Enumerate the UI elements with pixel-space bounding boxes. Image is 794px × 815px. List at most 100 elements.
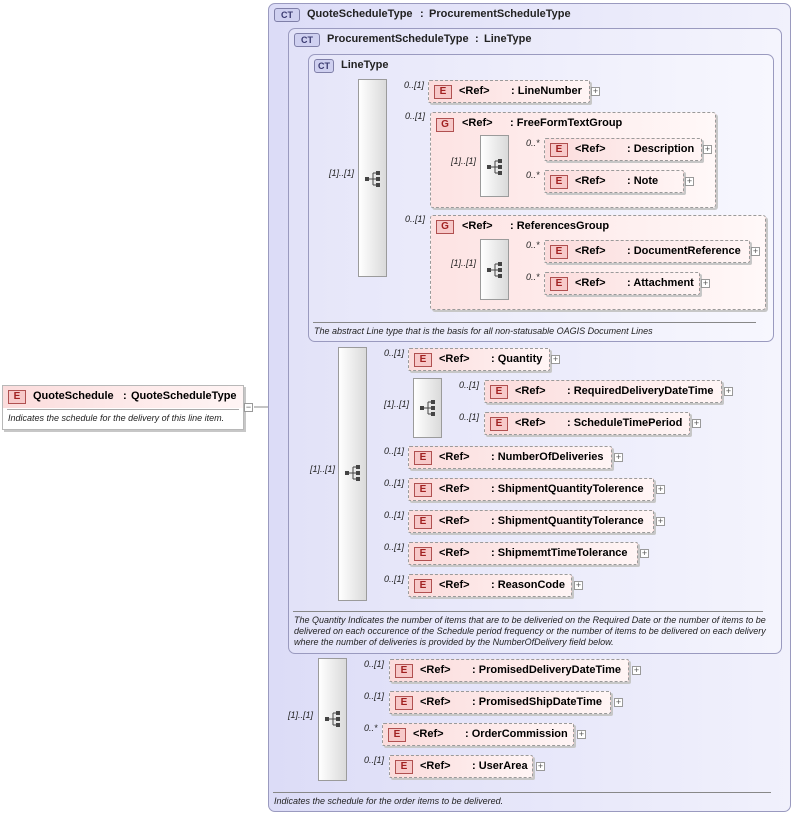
expand-toggle[interactable]: + — [577, 729, 586, 739]
expand-toggle[interactable]: + — [701, 278, 710, 288]
quote-type-divider — [273, 792, 771, 793]
element-name: : Description — [627, 143, 695, 155]
cardinality-label: 0..[1] — [405, 214, 426, 224]
cardinality-label: 0..[1] — [384, 446, 405, 456]
element-promised-ship-date-time[interactable]: E <Ref> : PromisedShipDateTime — [389, 691, 611, 714]
element-promised-delivery-date-time[interactable]: E <Ref> : PromisedDeliveryDateTime — [389, 659, 629, 682]
expand-toggle[interactable]: + — [614, 697, 623, 707]
expand-toggle[interactable]: + — [551, 354, 560, 364]
root-element-box[interactable]: E QuoteSchedule : QuoteScheduleType Indi… — [2, 385, 244, 430]
root-type-colon: : — [123, 390, 127, 402]
element-name: : ShipmentQuantityTolerance — [491, 515, 644, 527]
cardinality-label: 0..[1] — [384, 574, 405, 584]
element-icon: E — [414, 483, 432, 497]
expand-toggle[interactable]: + — [632, 665, 641, 675]
sequence-cardinality: [1]..[1] — [310, 464, 336, 474]
element-icon: E — [434, 85, 452, 99]
expand-toggle[interactable]: + — [574, 580, 583, 590]
expand-toggle[interactable]: + — [692, 418, 701, 428]
element-description[interactable]: E <Ref> : Description — [544, 138, 702, 161]
ref-label: <Ref> — [575, 245, 606, 257]
complex-type-icon: CT — [274, 8, 300, 22]
element-order-commission[interactable]: E <Ref> : OrderCommission — [382, 723, 574, 746]
root-divider — [7, 409, 239, 410]
element-user-area[interactable]: E <Ref> : UserArea — [389, 755, 533, 778]
element-shipment-quantity-tolerance[interactable]: E <Ref> : ShipmentQuantityTolerance — [408, 510, 654, 533]
ref-label: <Ref> — [575, 175, 606, 187]
sequence-icon — [324, 710, 342, 728]
ref-label: <Ref> — [439, 451, 470, 463]
root-collapse-toggle[interactable]: − — [244, 402, 253, 412]
element-number-of-deliveries[interactable]: E <Ref> : NumberOfDeliveries — [408, 446, 612, 469]
element-name: : RequiredDeliveryDateTime — [567, 385, 714, 397]
cardinality-label: 0..* — [526, 170, 540, 180]
quote-type-colon: : — [420, 8, 424, 20]
expand-toggle[interactable]: + — [591, 86, 600, 96]
element-attachment[interactable]: E <Ref> : Attachment — [544, 272, 700, 295]
quote-type-title: QuoteScheduleType — [307, 8, 413, 20]
cardinality-label: 0..[1] — [384, 542, 405, 552]
expand-toggle[interactable]: + — [640, 548, 649, 558]
expand-toggle[interactable]: + — [751, 246, 760, 256]
element-icon: E — [414, 353, 432, 367]
sequence-icon — [364, 170, 382, 188]
element-reason-code[interactable]: E <Ref> : ReasonCode — [408, 574, 572, 597]
sequence-icon — [419, 399, 437, 417]
element-icon: E — [388, 728, 406, 742]
expand-toggle[interactable]: + — [685, 176, 694, 186]
complex-type-icon: CT — [314, 59, 334, 73]
sequence-cardinality: [1]..[1] — [329, 168, 355, 178]
cardinality-label: 0..[1] — [405, 111, 426, 121]
element-name: : Note — [627, 175, 659, 187]
quote-type-base: ProcurementScheduleType — [429, 8, 571, 20]
cardinality-label: 0..[1] — [384, 478, 405, 488]
ref-label: <Ref> — [439, 547, 470, 559]
element-icon: E — [550, 245, 568, 259]
ref-label: <Ref> — [420, 760, 451, 772]
expand-toggle[interactable]: + — [703, 144, 712, 154]
element-name: : Attachment — [627, 277, 694, 289]
element-name: : ShipmemtTimeTolerance — [491, 547, 628, 559]
expand-toggle[interactable]: + — [614, 452, 623, 462]
element-schedule-time-period[interactable]: E <Ref> : ScheduleTimePeriod — [484, 412, 690, 435]
element-required-delivery-date-time[interactable]: E <Ref> : RequiredDeliveryDateTime — [484, 380, 722, 403]
sequence-icon — [486, 158, 504, 176]
element-shipment-quantity-tolerence[interactable]: E <Ref> : ShipmentQuantityTolerence — [408, 478, 654, 501]
cardinality-label: 0..[1] — [384, 348, 405, 358]
group-icon: G — [436, 118, 454, 132]
element-quantity[interactable]: E <Ref> : Quantity — [408, 348, 550, 371]
element-line-number[interactable]: E <Ref> : LineNumber — [428, 80, 590, 103]
sequence-cardinality: [1]..[1] — [288, 710, 314, 720]
procurement-type-base: LineType — [484, 33, 532, 45]
element-icon: E — [414, 515, 432, 529]
expand-toggle[interactable]: + — [536, 761, 545, 771]
ref-label: <Ref> — [515, 417, 546, 429]
element-name: : PromisedShipDateTime — [472, 696, 603, 708]
sequence-cardinality: [1]..[1] — [384, 399, 410, 409]
cardinality-label: 0..[1] — [459, 412, 480, 422]
element-name: : OrderCommission — [465, 728, 568, 740]
root-element-header — [3, 386, 243, 408]
sequence-cardinality: [1]..[1] — [451, 258, 477, 268]
cardinality-label: 0..[1] — [459, 380, 480, 390]
element-name: : DocumentReference — [627, 245, 741, 257]
expand-toggle[interactable]: + — [656, 484, 665, 494]
element-name: : ReasonCode — [491, 579, 565, 591]
expand-toggle[interactable]: + — [724, 386, 733, 396]
ref-label: <Ref> — [439, 579, 470, 591]
cardinality-label: 0..* — [526, 240, 540, 250]
root-documentation: Indicates the schedule for the delivery … — [8, 413, 225, 423]
cardinality-label: 0..[1] — [364, 659, 385, 669]
element-document-reference[interactable]: E <Ref> : DocumentReference — [544, 240, 750, 263]
element-icon: E — [395, 664, 413, 678]
element-name: : Quantity — [491, 353, 543, 365]
ref-label: <Ref> — [439, 515, 470, 527]
element-icon: E — [414, 579, 432, 593]
element-note[interactable]: E <Ref> : Note — [544, 170, 684, 193]
cardinality-label: 0..[1] — [404, 80, 425, 90]
line-type-divider — [313, 322, 756, 323]
element-shipmemt-time-tolerance[interactable]: E <Ref> : ShipmemtTimeTolerance — [408, 542, 638, 565]
line-type-title: LineType — [341, 59, 389, 71]
element-icon: E — [414, 451, 432, 465]
expand-toggle[interactable]: + — [656, 516, 665, 526]
